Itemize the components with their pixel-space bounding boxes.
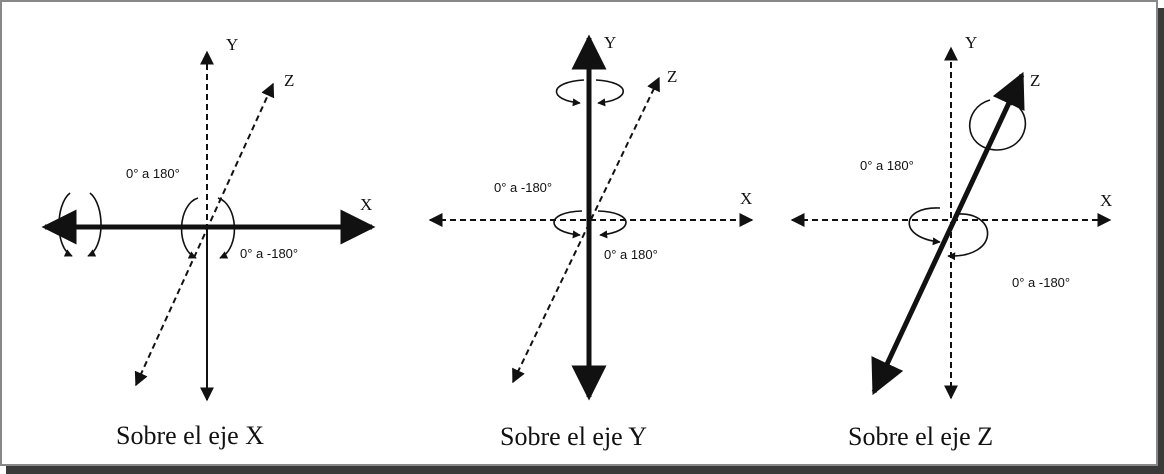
caption-x: Sobre el eje X: [116, 421, 264, 450]
panel-z-axis: Y Z X 0° a 180° 0° a -180° Sobre el eje …: [790, 33, 1112, 451]
y-axis-label: Y: [604, 33, 616, 52]
caption-z: Sobre el eje Z: [848, 422, 993, 451]
caption-y: Sobre el eje Y: [500, 422, 647, 451]
rotation-arrow-center-left: [908, 207, 941, 246]
z-axis-solid: [871, 71, 1025, 396]
angle-label-negative: 0° a -180°: [494, 180, 552, 195]
rotation-arrow-left: [58, 192, 73, 257]
frame-border: [0, 0, 1158, 466]
x-axis-label: X: [1100, 191, 1112, 210]
y-axis-label: Y: [965, 33, 977, 52]
rotation-arrow-center-right: [597, 210, 627, 239]
z-axis-label: Z: [667, 67, 677, 86]
x-axis-label: X: [740, 189, 752, 208]
rotation-arrow-center-left: [180, 197, 199, 259]
rotation-arrow-top-right: [595, 79, 625, 107]
rotation-arrow-left-2: [87, 192, 102, 257]
rotation-arrow-top: [968, 98, 1027, 151]
rotation-arrow-center-right: [217, 197, 236, 259]
z-axis-label: Z: [284, 71, 294, 90]
rotation-arrow-top-left: [555, 79, 585, 107]
x-axis-label: X: [360, 195, 372, 214]
angle-label-positive: 0° a 180°: [126, 166, 180, 181]
angle-label-positive: 0° a 180°: [604, 247, 658, 262]
angle-label-negative: 0° a -180°: [1012, 275, 1070, 290]
y-axis-label: Y: [226, 35, 238, 54]
rotation-arrow-center-right: [947, 213, 989, 261]
z-axis-dashed: [512, 76, 660, 384]
angle-label-negative: 0° a -180°: [240, 246, 298, 261]
z-axis-label: Z: [1030, 71, 1040, 90]
rotation-arrow-center-left: [553, 210, 583, 239]
panel-y-axis: Y Z X 0° a -180° 0° a 180° Sobre el eje …: [428, 33, 754, 451]
angle-label-positive: 0° a 180°: [860, 158, 914, 173]
panel-x-axis: Y Z X 0° a 180° 0° a -180° Sobre el eje …: [41, 35, 376, 450]
